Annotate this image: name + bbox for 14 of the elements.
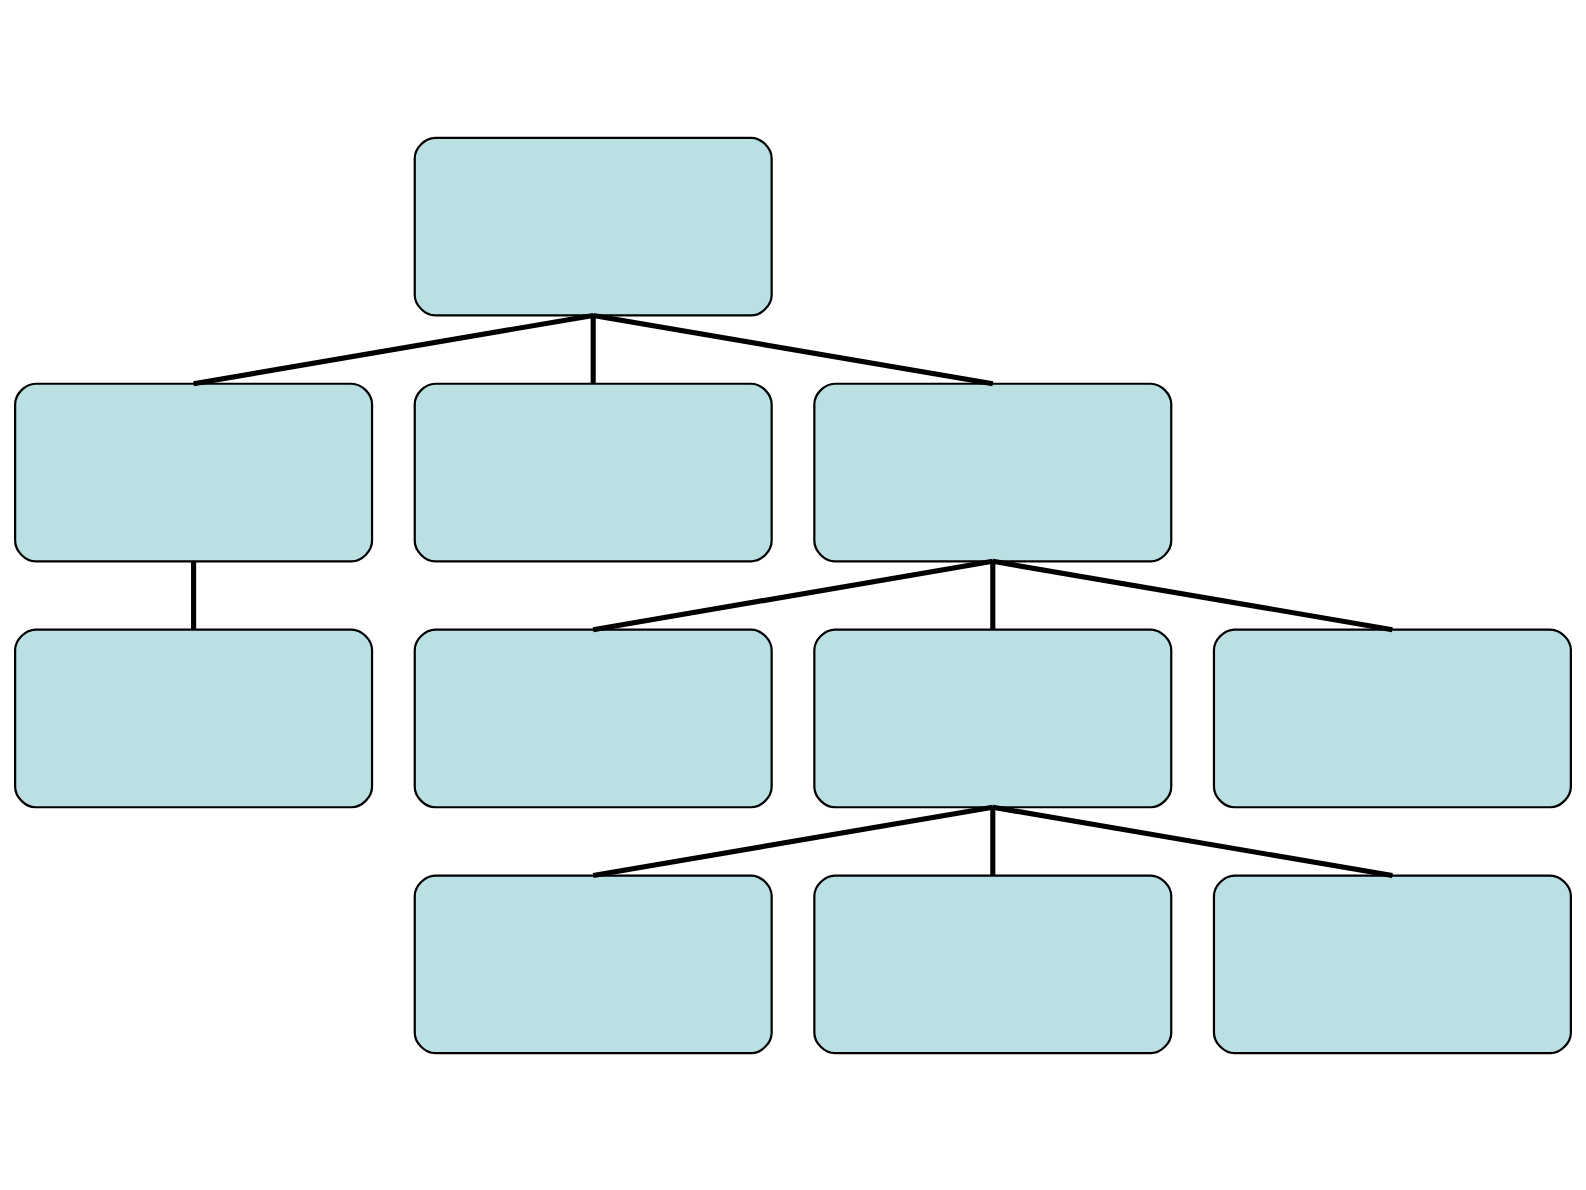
node-box [413, 628, 773, 808]
node-box [813, 873, 1173, 1054]
connector [990, 806, 996, 876]
node-box [413, 873, 773, 1054]
node-box [813, 382, 1173, 562]
connector [990, 560, 996, 630]
node-box [14, 382, 374, 562]
node-box [1212, 873, 1572, 1054]
node-box [813, 628, 1173, 808]
node-box [413, 136, 773, 317]
node-box [14, 628, 374, 808]
node-box [1212, 628, 1572, 808]
node-box [413, 382, 773, 562]
connector [191, 560, 197, 630]
